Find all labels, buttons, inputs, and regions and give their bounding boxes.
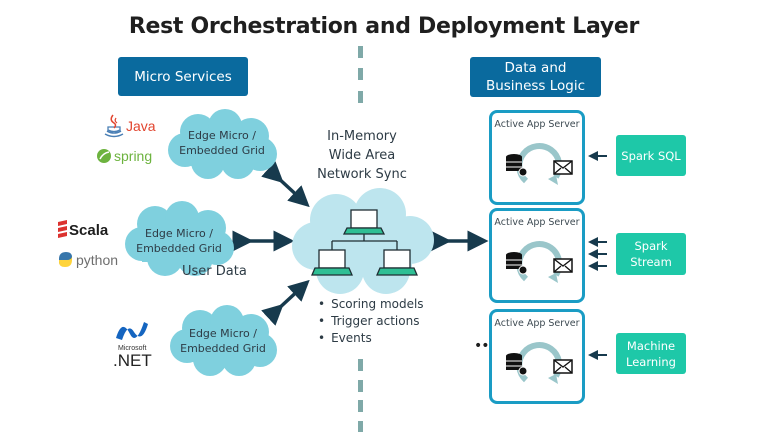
micro-services-label: Micro Services xyxy=(134,68,232,85)
laptop-network-icon xyxy=(292,188,434,294)
divider-dash xyxy=(358,46,363,58)
divider-dash xyxy=(358,91,363,103)
scala-logo: Scala xyxy=(56,219,116,239)
source-spark-stream: Spark Stream xyxy=(616,233,686,275)
sync-title-line1: In-Memory xyxy=(327,129,397,144)
source-label-line2: Stream xyxy=(630,255,672,269)
divider-dash xyxy=(358,400,363,412)
bullet-item: Scoring models xyxy=(318,296,423,313)
database-gear-icon xyxy=(506,154,528,177)
edge-cloud-line1: Edge Micro / xyxy=(188,129,256,142)
edge-cloud-java: Edge Micro / Embedded Grid xyxy=(163,108,281,180)
server-cycle-icon xyxy=(506,241,573,283)
server-cycle-icon xyxy=(506,143,573,185)
user-data-label: User Data xyxy=(182,264,247,279)
bullet-item: Trigger actions xyxy=(318,313,424,330)
edge-cloud-line2: Embedded Grid xyxy=(179,144,265,157)
edge-cloud-line1: Edge Micro / xyxy=(145,227,213,240)
java-logo: Java xyxy=(101,112,161,138)
java-cup-icon: Java xyxy=(104,114,156,138)
spring-leaf-icon: spring xyxy=(97,148,152,164)
divider-dash xyxy=(358,68,363,80)
page-title: Rest Orchestration and Deployment Layer xyxy=(128,14,640,39)
python-logo: python xyxy=(56,250,126,270)
sync-title-line2: Wide Area xyxy=(328,148,396,163)
envelope-icon xyxy=(553,160,573,175)
cloud-shape xyxy=(125,201,234,276)
divider-dash xyxy=(358,359,363,371)
source-label: Spark SQL xyxy=(621,148,681,163)
divider-dash xyxy=(358,380,363,392)
source-label-line1: Machine xyxy=(626,338,676,353)
scala-logo-text: Scala xyxy=(69,222,109,239)
inbound-arrows-spark-stream xyxy=(588,237,607,271)
envelope-icon xyxy=(553,258,573,273)
python-logo-text: python xyxy=(76,252,118,268)
edge-cloud-line2: Embedded Grid xyxy=(180,342,266,355)
bidirectional-arrow-top xyxy=(261,161,310,208)
app-server-1: Active App Server xyxy=(489,110,585,205)
sync-title: In-Memory Wide Area Network Sync xyxy=(300,127,424,184)
source-label-line1: Spark xyxy=(634,239,668,253)
sync-bullet-list: Scoring models Trigger actions Events xyxy=(318,296,424,347)
app-server-label: Active App Server xyxy=(494,217,580,228)
app-server-label: Active App Server xyxy=(494,119,580,130)
data-business-logic-header: Data and Business Logic xyxy=(470,57,601,97)
source-spark-sql: Spark SQL xyxy=(616,135,686,176)
divider-dash xyxy=(358,421,363,432)
dotnet-logo: Microsoft .NET xyxy=(112,318,160,370)
data-business-logic-line2: Business Logic xyxy=(485,78,586,94)
python-icon: python xyxy=(59,252,118,268)
spring-logo: spring xyxy=(95,146,160,166)
app-server-3: Active App Server xyxy=(489,309,585,404)
edge-cloud-scala: Edge Micro / Embedded Grid xyxy=(120,200,238,280)
microsoft-dotnet-icon: Microsoft .NET xyxy=(113,322,152,370)
cloud-shape xyxy=(170,305,277,376)
bidirectional-arrow-bottom xyxy=(261,279,310,326)
micro-services-header: Micro Services xyxy=(118,57,248,96)
app-server-2: Active App Server xyxy=(489,208,585,303)
envelope-icon xyxy=(553,359,573,374)
data-business-logic-line1: Data and xyxy=(504,60,567,76)
edge-cloud-line1: Edge Micro / xyxy=(189,327,257,340)
scala-icon: Scala xyxy=(58,220,109,239)
ellipsis-indicator: •• xyxy=(474,338,489,354)
source-label-line2: Learning xyxy=(626,354,676,369)
database-gear-icon xyxy=(506,353,528,376)
dotnet-text: .NET xyxy=(113,351,152,368)
app-server-label: Active App Server xyxy=(494,318,580,329)
sync-title-line3: Network Sync xyxy=(317,167,407,182)
database-gear-icon xyxy=(506,252,528,275)
sync-cloud xyxy=(288,188,438,296)
edge-cloud-line2: Embedded Grid xyxy=(136,242,222,255)
cloud-shape xyxy=(168,109,277,179)
edge-cloud-dotnet: Edge Micro / Embedded Grid xyxy=(165,304,281,378)
server-cycle-icon xyxy=(506,342,573,384)
spring-logo-text: spring xyxy=(114,148,152,164)
bullet-item: Events xyxy=(318,330,424,347)
source-machine-learning: Machine Learning xyxy=(616,333,686,374)
microsoft-text: Microsoft xyxy=(118,345,146,352)
java-logo-text: Java xyxy=(126,118,156,134)
